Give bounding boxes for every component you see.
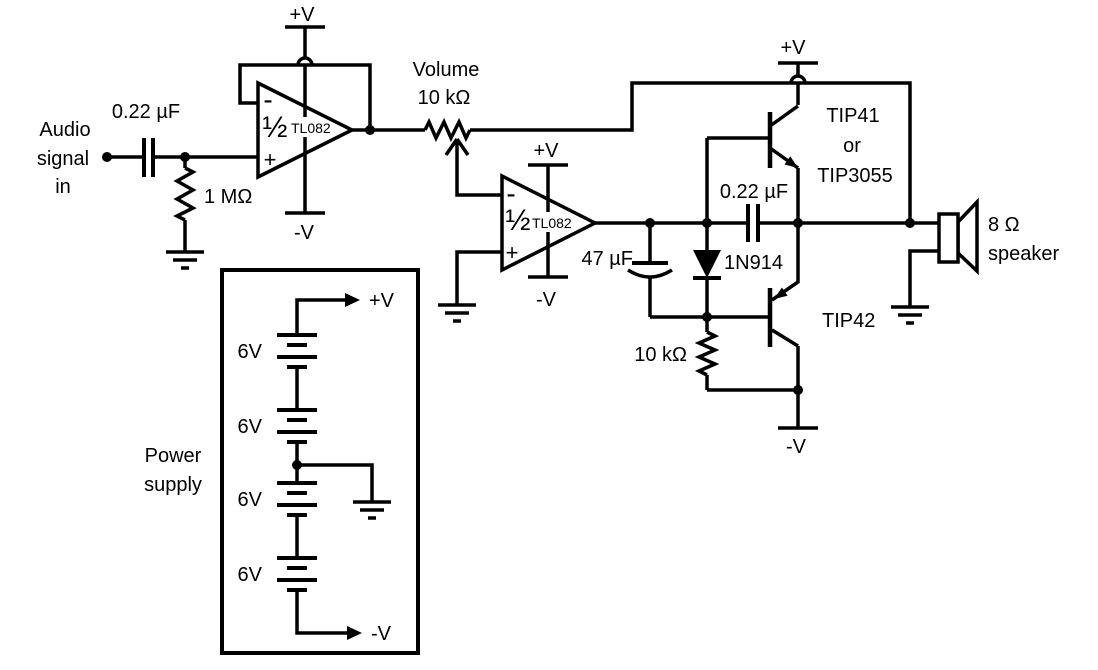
volume-value-label: 10 kΩ bbox=[418, 87, 471, 109]
opamp1-vplus-label: +V bbox=[289, 4, 315, 26]
label-backplate bbox=[288, 117, 344, 137]
junction-dot bbox=[702, 218, 712, 228]
output-vplus-wiring bbox=[778, 61, 818, 105]
potentiometer-symbol bbox=[423, 117, 472, 143]
opamp2-vplus-label: +V bbox=[533, 140, 559, 162]
volume-pot-section: Volume 10 kΩ bbox=[413, 59, 912, 223]
power-supply-box bbox=[220, 268, 420, 655]
ground-symbol bbox=[353, 500, 391, 520]
npn-label-line1: TIP41 bbox=[826, 105, 879, 127]
power-supply-wiring bbox=[295, 298, 374, 635]
opamp2-vminus-label: -V bbox=[536, 289, 557, 311]
power-supply-title-line2: supply bbox=[144, 474, 202, 496]
coupling-cap-curved-plate bbox=[627, 268, 673, 279]
junction-dot bbox=[180, 152, 190, 162]
opamp1-section: +V -V - + ½ TL082 bbox=[238, 4, 425, 244]
opamp2-part-label: TL082 bbox=[532, 215, 572, 231]
diode-symbol bbox=[693, 250, 721, 278]
opamp2-section: +V -V - + ½ TL082 bbox=[438, 140, 748, 323]
input-wiring bbox=[107, 155, 258, 252]
power-supply-title-line1: Power bbox=[145, 445, 202, 467]
junction-dot bbox=[645, 218, 655, 228]
vplus-arrow-icon bbox=[345, 293, 360, 307]
speaker-label: speaker bbox=[988, 243, 1059, 265]
opamp1-vminus-label: -V bbox=[294, 222, 315, 244]
battery1-value: 6V bbox=[238, 341, 263, 363]
input-section: Audio signal in 0.22 µF 1 MΩ bbox=[37, 101, 258, 270]
junction-dot bbox=[365, 125, 375, 135]
ground-symbol bbox=[166, 250, 204, 270]
opamp1-feedback-wiring bbox=[238, 63, 425, 132]
supply-vplus-label: +V bbox=[369, 290, 395, 312]
pulldown-resistor-value: 10 kΩ bbox=[634, 344, 687, 366]
opamp2-inverting-mark: - bbox=[506, 178, 515, 209]
opamp1-fraction-label: ½ bbox=[262, 111, 287, 144]
audio-in-label-line1: Audio bbox=[39, 119, 90, 141]
vminus-arrow-icon bbox=[347, 626, 362, 640]
wire-hop-symbol bbox=[789, 74, 807, 84]
battery-symbol bbox=[277, 481, 317, 517]
output-vminus-label: -V bbox=[786, 436, 807, 458]
power-supply-section: Power supply +V -V 6V 6V 6V 6V bbox=[144, 268, 420, 655]
pnp-emitter-arrow bbox=[774, 287, 788, 299]
label-backplate bbox=[529, 212, 583, 232]
junction-dot bbox=[905, 218, 915, 228]
wire-hop-symbol bbox=[296, 56, 314, 66]
battery2-value: 6V bbox=[238, 416, 263, 438]
audio-in-label-line2: signal bbox=[37, 148, 89, 170]
speaker-ground-wiring bbox=[908, 249, 939, 307]
volume-name-label: Volume bbox=[413, 59, 480, 81]
opamp1-part-label: TL082 bbox=[291, 120, 331, 136]
npn-label-line2: or bbox=[843, 135, 861, 157]
audio-in-label-line3: in bbox=[55, 176, 71, 198]
opamp1-noninverting-mark: + bbox=[264, 147, 277, 172]
battery3-value: 6V bbox=[238, 489, 263, 511]
junction-dot bbox=[292, 460, 302, 470]
npn-label-line3: TIP3055 bbox=[817, 165, 893, 187]
output-vplus-label: +V bbox=[780, 37, 806, 59]
battery-symbol bbox=[277, 556, 317, 592]
input-resistor-value: 1 MΩ bbox=[204, 186, 252, 208]
battery-symbol bbox=[277, 333, 317, 369]
speedup-cap-symbol bbox=[746, 204, 760, 242]
opamp2-fraction-label: ½ bbox=[505, 204, 530, 237]
ground-symbol bbox=[438, 303, 476, 323]
opamp2-triangle-symbol bbox=[500, 173, 599, 273]
opamp1-triangle-symbol bbox=[256, 80, 356, 180]
junction-dot bbox=[793, 385, 803, 395]
opamp1-supply-wiring bbox=[285, 25, 325, 215]
battery4-value: 6V bbox=[238, 564, 263, 586]
npn-emitter-arrow bbox=[784, 156, 798, 168]
output-stage-section: 47 µF 0.22 µF 1N914 10 kΩ +V TIP41 or TI… bbox=[581, 37, 939, 458]
battery-symbol bbox=[277, 408, 317, 444]
ground-symbol bbox=[891, 305, 929, 325]
diode-part-label: 1N914 bbox=[724, 252, 783, 274]
speedup-cap-value: 0.22 µF bbox=[720, 181, 788, 203]
opamp1-inverting-mark: - bbox=[263, 84, 272, 115]
speaker-impedance-label: 8 Ω bbox=[988, 214, 1020, 236]
supply-vminus-label: -V bbox=[371, 623, 392, 645]
signal-and-feedback-wiring bbox=[470, 81, 912, 223]
junction-dot bbox=[793, 218, 803, 228]
junction-dot bbox=[702, 312, 712, 322]
opamp2-noninverting-mark: + bbox=[506, 240, 519, 265]
pulldown-resistor-symbol bbox=[694, 330, 720, 377]
opamp2-io-wiring bbox=[455, 221, 748, 305]
input-resistor-symbol bbox=[173, 166, 197, 222]
speaker-symbol bbox=[937, 212, 960, 264]
input-capacitor-symbol bbox=[142, 138, 155, 177]
coupling-cap-value: 47 µF bbox=[581, 248, 633, 270]
input-capacitor-value: 0.22 µF bbox=[112, 101, 180, 123]
pot-wiper-arrow bbox=[444, 138, 502, 197]
speaker-horn bbox=[956, 197, 979, 276]
speaker-section: 8 Ω speaker bbox=[891, 197, 1059, 325]
pnp-label: TIP42 bbox=[822, 310, 875, 332]
